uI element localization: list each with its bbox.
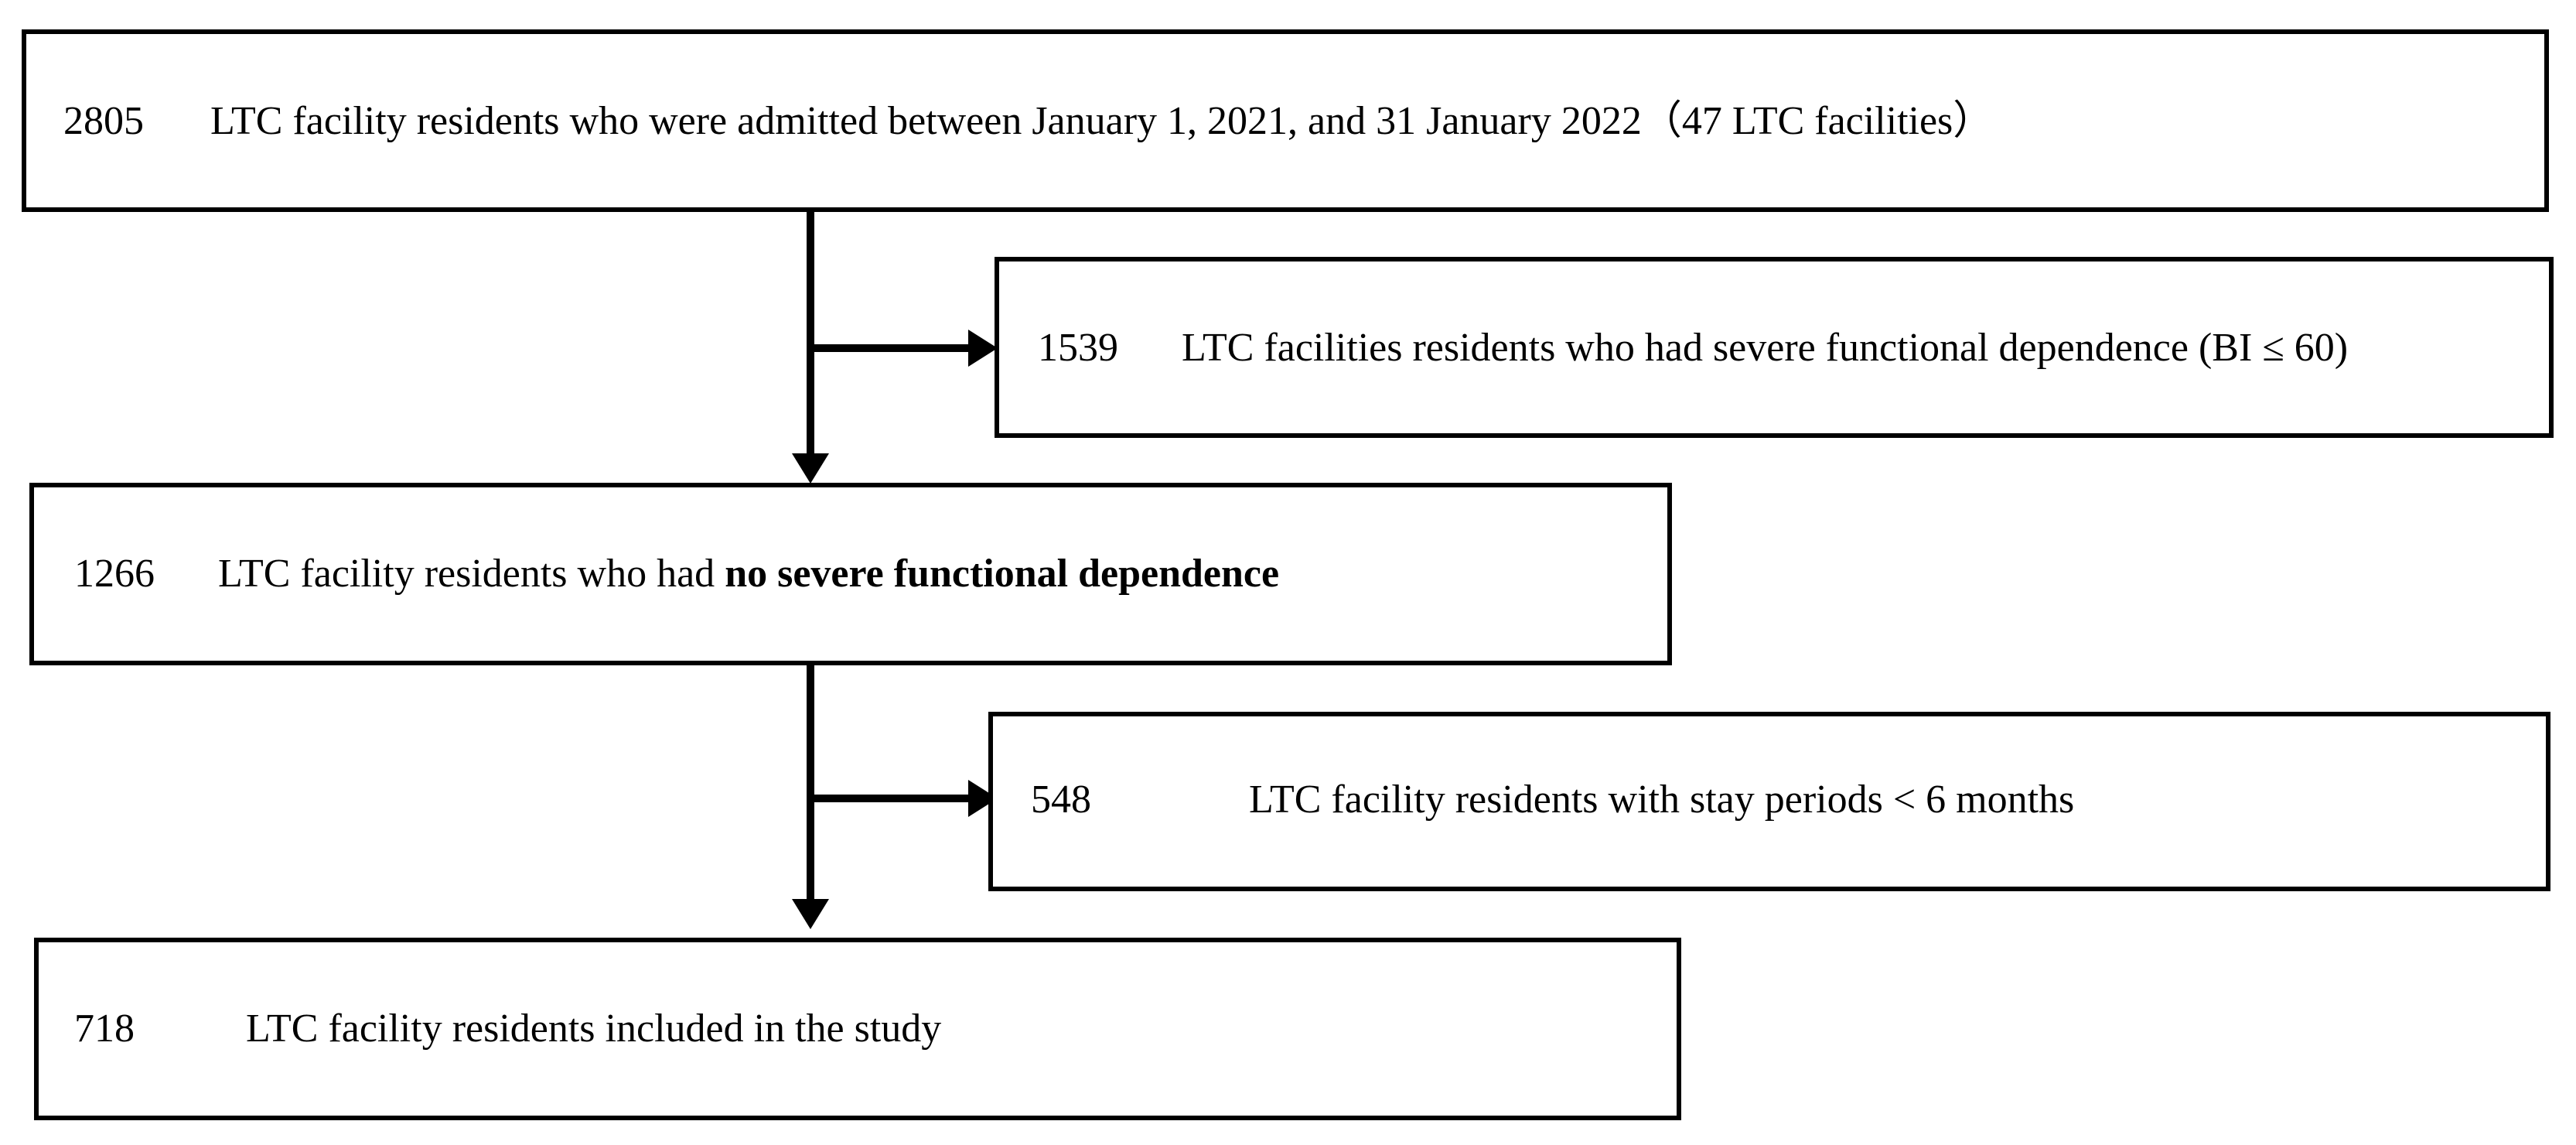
- flow-box-admitted: [22, 29, 2549, 212]
- short-stay-description: LTC facility residents with stay periods…: [1249, 778, 2075, 822]
- no-severe-description: LTC facility residents who had no severe…: [218, 554, 1279, 594]
- flow-box-excluded-short-stay: [988, 712, 2550, 891]
- flow-box-excluded-severe-dependence: [995, 257, 2554, 438]
- admitted-count: 2805: [63, 99, 144, 143]
- arrowhead-to-box-2: [968, 330, 998, 367]
- no-severe-count: 1266: [74, 552, 155, 596]
- arrowhead-to-box-4: [968, 780, 998, 817]
- flow-box-no-severe-dependence: [29, 483, 1672, 665]
- flow-box-included: [34, 938, 1681, 1120]
- arrowhead-to-box-5: [792, 899, 829, 929]
- no-severe-description-bold: no severe functional dependence: [725, 552, 1280, 596]
- included-description: LTC facility residents included in the s…: [246, 1007, 942, 1051]
- arrowhead-to-box-3: [792, 453, 829, 484]
- excluded-severe-count: 1539: [1038, 326, 1118, 370]
- short-stay-count: 548: [1031, 778, 1091, 822]
- admitted-description: LTC facility residents who were admitted…: [210, 99, 1994, 143]
- excluded-severe-description: LTC facilities residents who had severe …: [1182, 326, 2349, 370]
- included-count: 718: [74, 1007, 135, 1051]
- no-severe-description-plain: LTC facility residents who had: [218, 552, 725, 596]
